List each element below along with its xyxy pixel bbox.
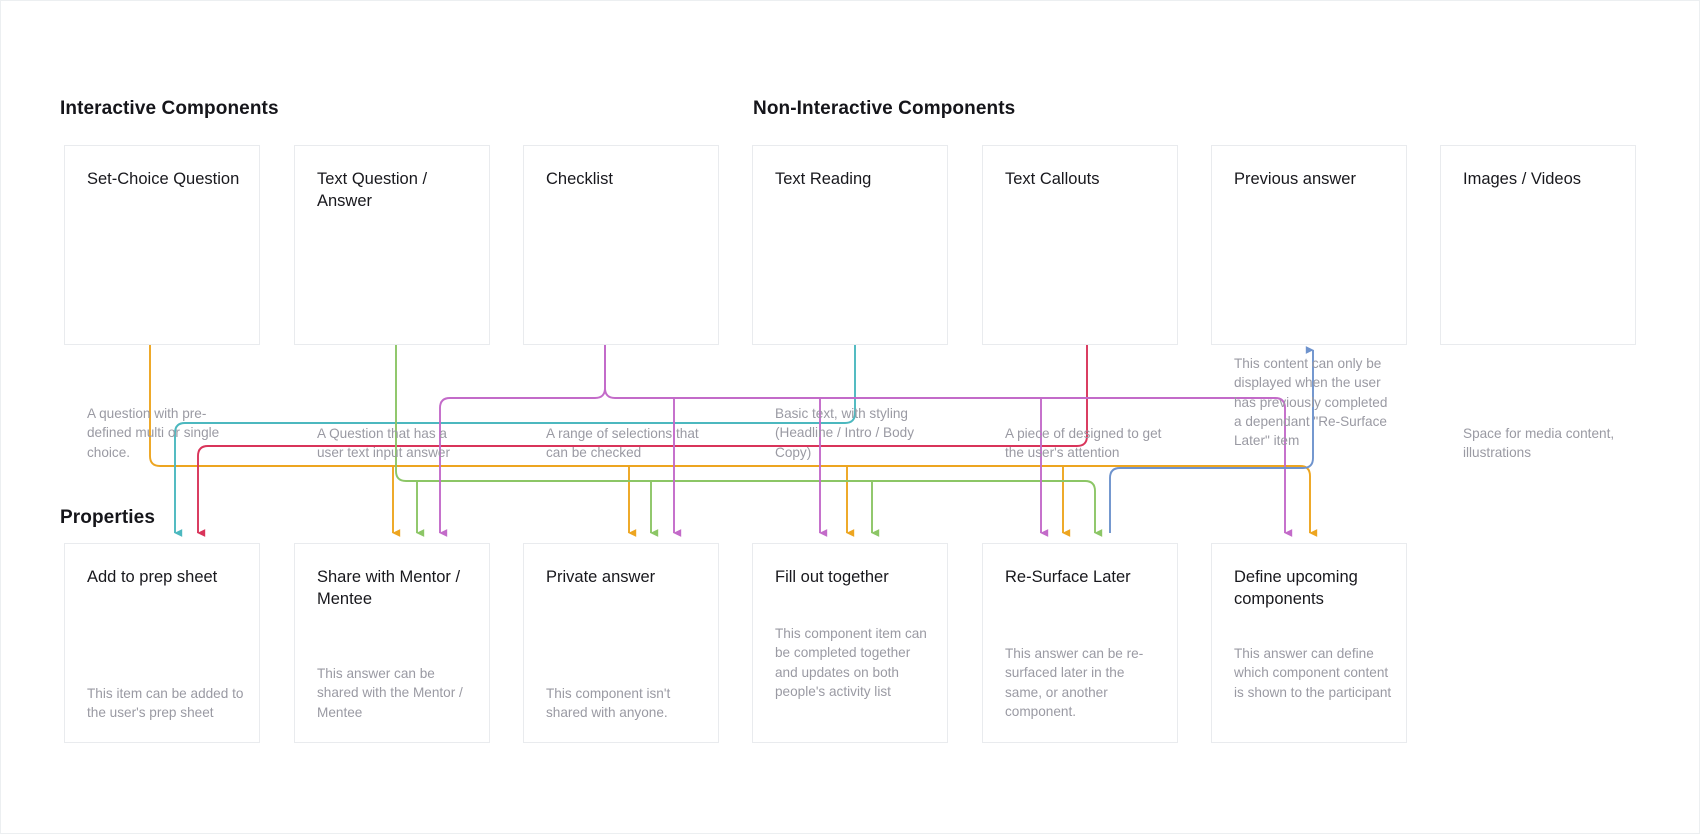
card-share-with-mentor-mentee[interactable]: Share with Mentor / Mentee This answer c… (294, 543, 490, 743)
card-description: A range of selections that can be checke… (546, 426, 699, 461)
card-add-to-prep-sheet[interactable]: Add to prep sheet This item can be added… (64, 543, 260, 743)
wire-magenta-bus-right (604, 318, 1293, 537)
card-title: Fill out together (775, 568, 889, 586)
card-text-reading[interactable]: Text Reading Basic text, with styling (H… (752, 145, 948, 460)
card-title: Text Question / Answer (317, 170, 428, 211)
card-private-answer[interactable]: Private answer This component isn't shar… (523, 543, 719, 743)
card-title: Set-Choice Question (87, 170, 240, 188)
card-description: This answer can define which component c… (1234, 646, 1392, 700)
card-description: This component item can be completed tog… (775, 626, 927, 699)
card-re-surface-later[interactable]: Re-Surface Later This answer can be re-s… (982, 543, 1178, 743)
card-set-choice-question[interactable]: Set-Choice Question A question with pre-… (64, 145, 260, 460)
card-description: This answer can be shared with the Mento… (317, 666, 463, 720)
heading-properties: Properties (60, 507, 155, 528)
card-fill-out-together[interactable]: Fill out together This component item ca… (752, 543, 948, 743)
card-description: A piece of designed to get the user's at… (1005, 426, 1162, 461)
card-title: Private answer (546, 568, 656, 586)
card-title: Add to prep sheet (87, 568, 218, 586)
card-title: Share with Mentor / Mentee (317, 568, 461, 609)
card-checklist[interactable]: Checklist A range of selections that can… (523, 145, 719, 460)
card-description: This component isn't shared with anyone. (546, 686, 671, 721)
card-title: Checklist (546, 170, 613, 188)
card-images-videos[interactable]: Images / Videos Space for media content,… (1440, 145, 1636, 460)
wire-teal-bus (174, 318, 856, 537)
card-title: Re-Surface Later (1005, 568, 1131, 586)
card-text-question-answer[interactable]: Text Question / Answer A Question that h… (294, 145, 490, 460)
card-text-callouts[interactable]: Text Callouts A piece of designed to get… (982, 145, 1178, 460)
card-description: A Question that has a user text input an… (317, 426, 450, 461)
card-title: Images / Videos (1463, 170, 1582, 188)
heading-non-interactive-components: Non-Interactive Components (753, 98, 1016, 119)
card-previous-answer[interactable]: Previous answer This content can only be… (1211, 145, 1407, 448)
card-title: Text Reading (775, 170, 872, 188)
card-description: Basic text, with styling (Headline / Int… (775, 406, 915, 460)
card-define-upcoming-components[interactable]: Define upcoming components This answer c… (1211, 543, 1407, 743)
card-description: This item can be added to the user's pre… (87, 686, 244, 721)
card-title: Previous answer (1234, 170, 1356, 188)
card-title: Text Callouts (1005, 170, 1100, 188)
card-description: This answer can be re-surfaced later in … (1005, 646, 1144, 719)
card-title: Define upcoming components (1234, 568, 1358, 609)
heading-interactive-components: Interactive Components (60, 98, 279, 119)
card-description: Space for media content, illustrations (1463, 426, 1615, 461)
card-description: This content can only be displayed when … (1234, 356, 1388, 449)
wire-green-bus (395, 318, 1103, 537)
card-description: A question with pre-defined multi or sin… (87, 406, 220, 460)
